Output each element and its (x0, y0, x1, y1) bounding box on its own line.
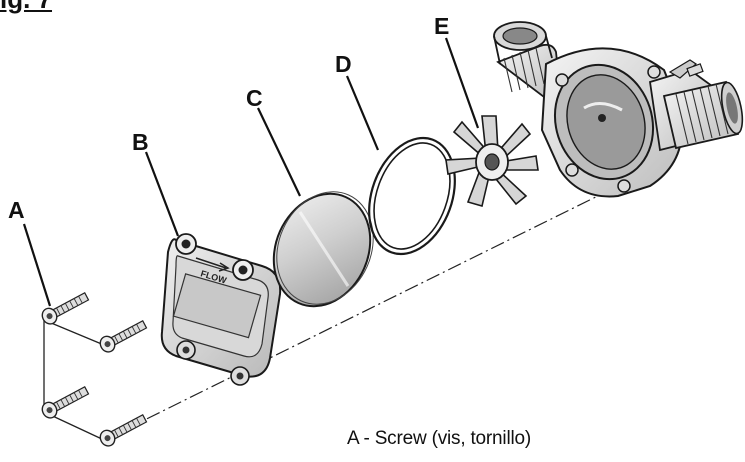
label-d: D (335, 51, 352, 77)
caption: A - Screw (vis, tornillo) (347, 428, 531, 449)
cover-plate: FLOW (160, 233, 282, 386)
inlet-thread-lines (503, 47, 545, 93)
label-e: E (434, 13, 449, 39)
label-b: B (132, 129, 149, 155)
leader-d (345, 75, 380, 151)
screw-3 (41, 386, 90, 419)
label-a: A (8, 197, 25, 223)
leader-e (444, 37, 480, 129)
screw-2 (99, 320, 148, 353)
leader-a (22, 223, 52, 307)
impeller (445, 115, 539, 207)
leader-b (144, 151, 180, 237)
wear-plate (272, 191, 374, 308)
leader-c (257, 107, 301, 197)
pump-body (493, 21, 744, 198)
flow-arrow-icon (195, 257, 230, 272)
screw-4 (99, 414, 148, 447)
screw-bracket (43, 319, 105, 441)
figure-title: ig. 7 (0, 0, 52, 15)
label-c: C (246, 85, 263, 111)
screw-1 (41, 292, 90, 325)
o-ring (368, 136, 456, 256)
leader-lines (22, 37, 480, 307)
outlet-thread-lines (675, 83, 729, 145)
